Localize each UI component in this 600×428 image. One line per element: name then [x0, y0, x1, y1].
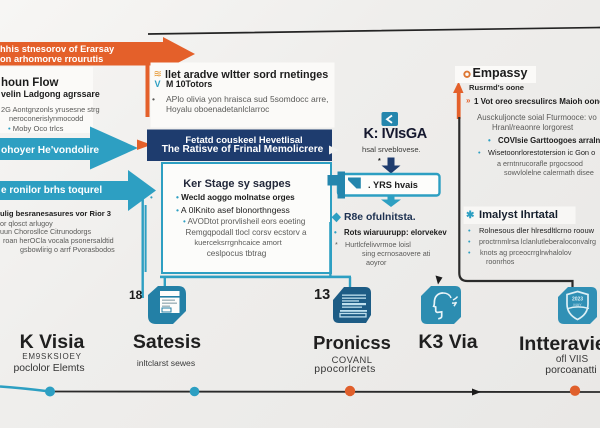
svg-text:MAY: MAY [573, 302, 582, 307]
svg-text:2023: 2023 [572, 297, 583, 303]
